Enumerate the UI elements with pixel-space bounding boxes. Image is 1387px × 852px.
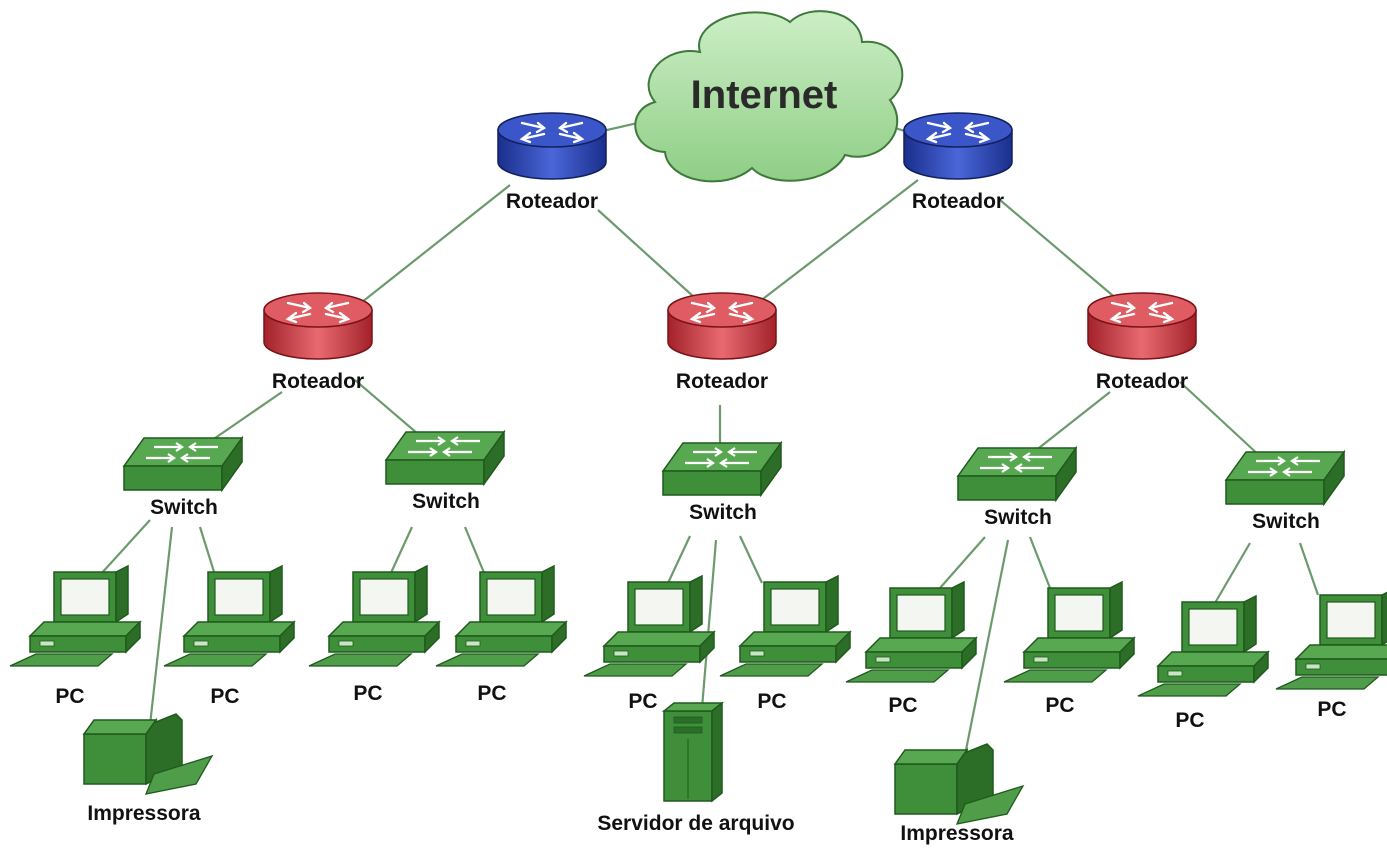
switch-label: Switch (689, 501, 757, 524)
router-icon (1087, 292, 1197, 360)
pc-label: PC (477, 682, 506, 705)
pc-label: PC (1175, 709, 1204, 732)
switch-label: Switch (150, 496, 218, 519)
switch-icon (384, 429, 506, 487)
pc-2: PC (163, 564, 296, 708)
router-distribution-b: Roteador (667, 292, 777, 393)
cloud-icon (634, 10, 904, 183)
pc-10: PC (1275, 591, 1387, 721)
link-switch-2-pc-3 (389, 526, 413, 576)
link-switch-1-pc-1 (99, 519, 151, 576)
switch-icon (122, 435, 244, 493)
pc-label: PC (888, 694, 917, 717)
router-label: Roteador (272, 370, 364, 393)
link-router-right-router-b (754, 179, 919, 306)
pc-label: PC (55, 685, 84, 708)
internet-cloud: Internet (634, 10, 904, 183)
links (99, 116, 1320, 756)
link-switch-2-pc-4 (463, 526, 487, 576)
switch-label: Switch (1252, 510, 1320, 533)
pc-label: PC (210, 685, 239, 708)
server-icon (661, 701, 725, 803)
printer-1: Impressora (82, 713, 214, 825)
link-switch-4-pc-8 (1028, 536, 1052, 589)
pc-5: PC (583, 574, 716, 713)
pc-icon (719, 574, 852, 677)
router-icon (903, 112, 1013, 180)
pc-6: PC (719, 574, 852, 713)
pc-label: PC (353, 682, 382, 705)
internet-label: Internet (691, 73, 838, 117)
printer-label: Impressora (87, 802, 201, 825)
router-label: Roteador (506, 190, 598, 213)
pc-8: PC (1003, 580, 1136, 717)
switch-icon (1224, 449, 1346, 507)
pc-icon (1003, 580, 1136, 683)
switch-5: Switch (1224, 449, 1346, 533)
link-switch-5-pc-10 (1298, 542, 1320, 596)
switch-4: Switch (956, 445, 1078, 529)
router-label: Roteador (912, 190, 1004, 213)
link-switch-5-pc-9 (1214, 542, 1251, 604)
switch-1: Switch (122, 435, 244, 519)
pc-4: PC (435, 564, 568, 705)
printer-icon (82, 713, 214, 795)
file-server: Servidor de arquivo (597, 701, 795, 835)
pc-label: PC (1045, 694, 1074, 717)
pc-icon (1137, 594, 1270, 697)
link-switch-3-server (700, 539, 718, 709)
pc-label: PC (1317, 698, 1346, 721)
server-label: Servidor de arquivo (597, 812, 794, 835)
link-router-left-router-b (597, 209, 696, 299)
pc-1: PC (9, 564, 142, 708)
switch-2: Switch (384, 429, 506, 513)
switch-label: Switch (984, 506, 1052, 529)
pc-icon (1275, 591, 1387, 690)
pc-label: PC (757, 690, 786, 713)
router-backbone-right: Roteador (903, 112, 1013, 213)
link-router-c-switch-5 (1179, 381, 1263, 459)
pc-3: PC (308, 564, 441, 705)
router-distribution-a: Roteador (263, 292, 373, 393)
router-label: Roteador (1096, 370, 1188, 393)
switch-3: Switch (661, 440, 783, 524)
switch-icon (661, 440, 783, 498)
link-router-a-switch-1 (204, 391, 283, 446)
link-router-c-switch-4 (1029, 391, 1111, 456)
link-router-left-router-a (351, 184, 511, 311)
router-label: Roteador (676, 370, 768, 393)
pc-icon (163, 564, 296, 667)
switch-label: Switch (412, 490, 480, 513)
link-switch-4-pc-7 (939, 536, 986, 589)
router-distribution-c: Roteador (1087, 292, 1197, 393)
link-switch-4-printer-2 (963, 539, 1010, 756)
link-switch-1-printer-1 (148, 526, 174, 726)
link-router-right-router-c (999, 199, 1119, 301)
pc-icon (583, 574, 716, 677)
pc-label: PC (628, 690, 657, 713)
link-switch-1-pc-2 (198, 526, 217, 576)
pc-icon (308, 564, 441, 667)
switch-icon (956, 445, 1078, 503)
printer-2: Impressora (893, 743, 1025, 845)
link-switch-3-pc-6 (739, 535, 763, 584)
printer-label: Impressora (900, 822, 1014, 845)
pc-icon (9, 564, 142, 667)
router-backbone-left: Roteador (497, 112, 607, 213)
link-router-a-switch-2 (354, 379, 426, 441)
link-switch-3-pc-5 (667, 535, 691, 584)
router-icon (667, 292, 777, 360)
pc-icon (845, 580, 978, 683)
pc-7: PC (845, 580, 978, 717)
printer-icon (893, 743, 1025, 825)
pc-9: PC (1137, 594, 1270, 732)
pc-icon (435, 564, 568, 667)
router-icon (263, 292, 373, 360)
router-icon (497, 112, 607, 180)
